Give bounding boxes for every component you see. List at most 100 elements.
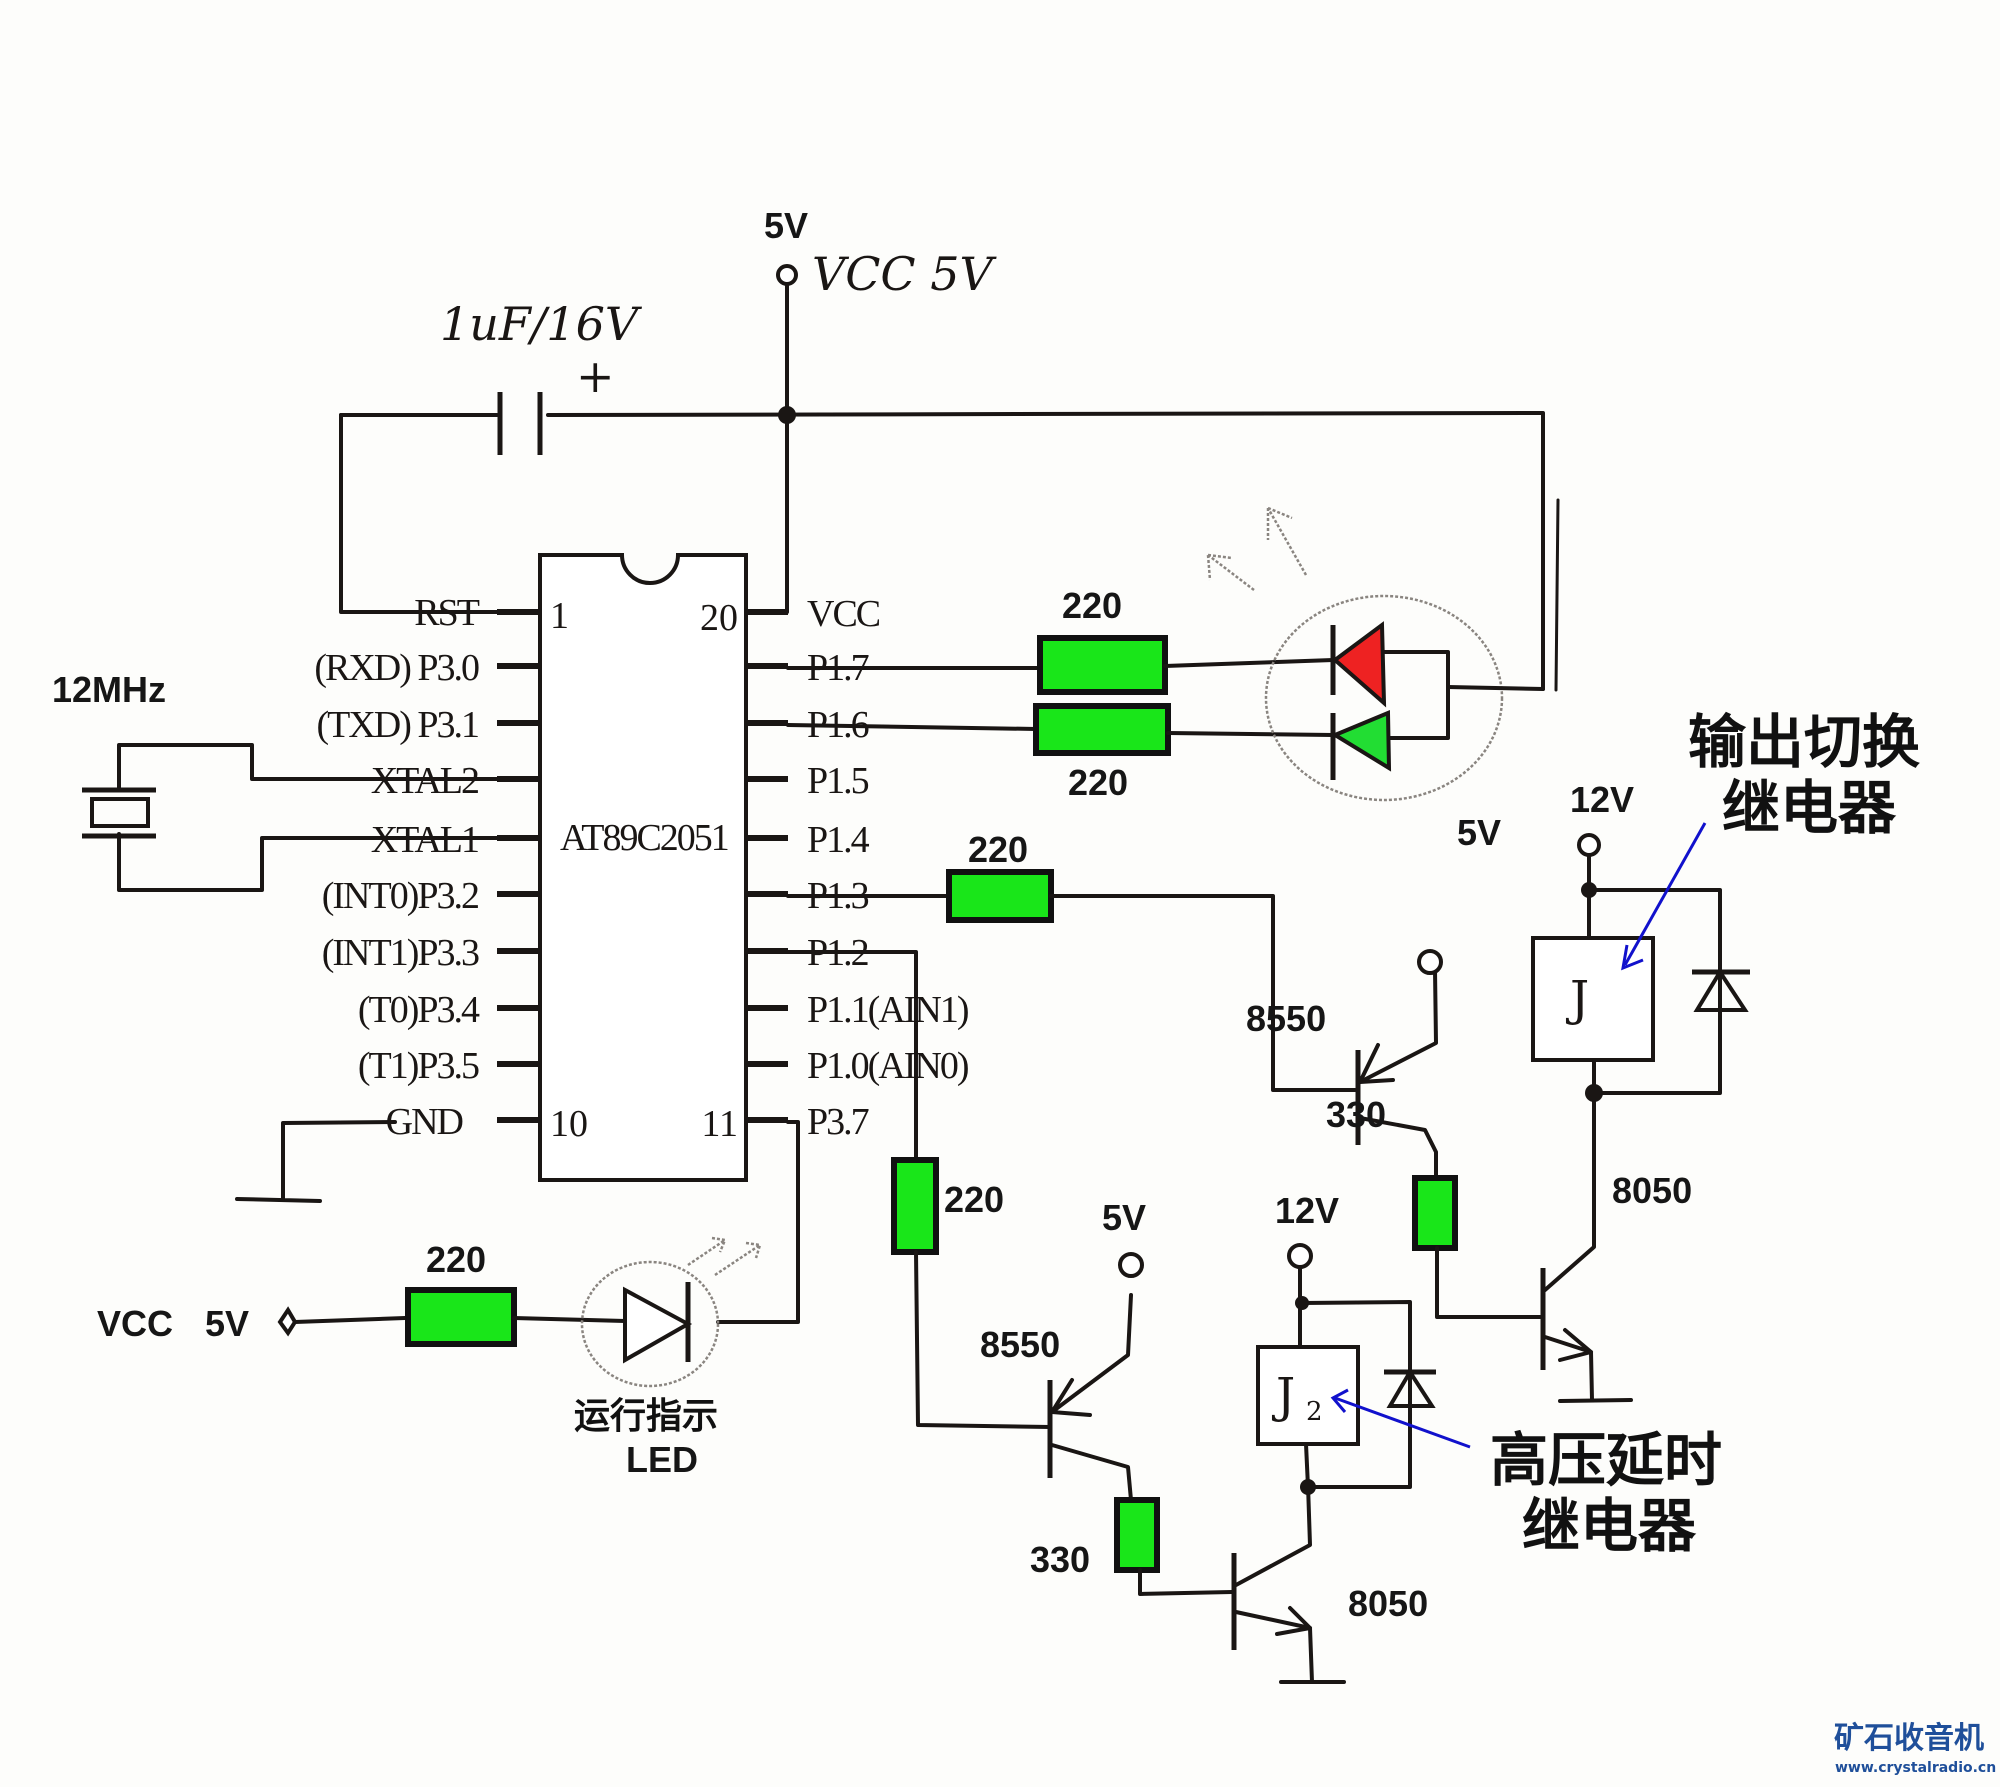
relay1-diode-loop — [1587, 888, 1722, 1095]
wire-to-red-led — [1163, 658, 1335, 668]
reset-capacitor: + 1uF/16V — [339, 297, 643, 455]
cap-plus-sign: + — [576, 349, 615, 403]
pnp1-emitter — [1358, 968, 1438, 1084]
xtal2-wire — [117, 743, 499, 792]
run-led-triangle — [623, 1286, 693, 1364]
pin-number-10: 10 — [550, 1103, 588, 1145]
pnp-transistor-2: 5V 8550 — [980, 1197, 1146, 1502]
run-led-outline — [580, 1260, 720, 1388]
annotation-output-relay-line1: 输出切换 — [1688, 708, 1920, 776]
npn-transistor-2: 8050 — [1231, 1483, 1428, 1684]
right-pin-p11: P1.1(AIN1) — [746, 989, 970, 1031]
pnp2-emitter — [1050, 1293, 1133, 1414]
pin-label-p11: P1.1(AIN1) — [807, 989, 968, 1031]
pin-number-20: 20 — [700, 597, 738, 639]
resistor-run-led: 220 — [405, 1239, 517, 1347]
left-pin-2: (RXD) P3.0 — [314, 647, 540, 689]
resistor-base-2-value: 330 — [1030, 1539, 1090, 1580]
run-led-caption-line1: 运行指示 — [574, 1396, 718, 1437]
npn2-collector — [1234, 1483, 1312, 1587]
resistor-base-1: 330 — [1326, 1094, 1458, 1251]
resistor-p13: 220 — [946, 829, 1054, 923]
npn2-part-label: 8050 — [1348, 1583, 1428, 1624]
run-led-supply-terminal — [277, 1306, 298, 1337]
npn2-emitter-arrow — [1275, 1606, 1312, 1636]
pin-label-rst: RST — [414, 592, 479, 634]
resistor-p12: 220 — [891, 1157, 1004, 1255]
resistor-run-led-value: 220 — [426, 1239, 486, 1280]
relay2-coil-subscript: 2 — [1306, 1397, 1323, 1427]
reset-wire — [339, 413, 499, 614]
pin-label-p14: P1.4 — [807, 819, 870, 861]
relay2-supply-terminal — [1287, 1243, 1313, 1269]
pin-label-p30: (RXD) P3.0 — [314, 647, 479, 689]
resistor-p12-value: 220 — [944, 1179, 1004, 1220]
pin-label-xtal2: XTAL2 — [371, 760, 478, 802]
run-led-5v-label: 5V — [205, 1303, 249, 1344]
right-pin-p15: P1.5 — [746, 760, 871, 802]
relay2-coil-bottom — [1304, 1442, 1310, 1489]
run-led-supply: VCC 5V — [97, 1303, 298, 1344]
wire-to-8550-base-2 — [914, 1250, 1052, 1429]
resistor-p17-value: 220 — [1062, 585, 1122, 626]
left-pin-8: (T0)P3.4 — [358, 989, 540, 1031]
pin-label-p34: (T0)P3.4 — [358, 989, 480, 1031]
pin-label-p31: (TXD) P3.1 — [316, 704, 478, 746]
vcc-top-terminal: 5V VCC 5V — [764, 205, 998, 301]
relay2-coil-label: J — [1271, 1368, 1295, 1424]
relay2-supply-label: 12V — [1275, 1190, 1339, 1231]
pnp1-part-label: 8550 — [1246, 998, 1326, 1039]
relay2-flyback-diode — [1384, 1368, 1436, 1408]
wire-to-run-led — [512, 1316, 627, 1323]
watermark-title: 矿石收音机 — [1834, 1721, 1984, 1756]
pin-label-p35: (T1)P3.5 — [358, 1045, 479, 1087]
relay-2: 12V J 2 — [1256, 1190, 1436, 1495]
annotation-hv-relay-line2: 继电器 — [1522, 1492, 1697, 1560]
capacitor-value-label: 1uF/16V — [440, 297, 643, 351]
pnp2-collector-wire — [1050, 1443, 1133, 1502]
pnp2-supply-label: 5V — [1102, 1197, 1146, 1238]
light-arrow-1 — [1206, 553, 1255, 591]
pin-label-gnd: GND — [386, 1101, 463, 1143]
pin-label-p32: (INT0)P3.2 — [322, 875, 478, 917]
annotation-arrowhead-2 — [1330, 1388, 1349, 1413]
ic-at89c2051: AT89C2051 — [538, 553, 748, 1182]
left-pin-5: XTAL1 — [371, 819, 540, 861]
pin-number-11: 11 — [701, 1103, 738, 1145]
resistor-p17: 220 — [1037, 585, 1168, 695]
run-led-caption: 运行指示 LED — [574, 1396, 718, 1480]
annotation-arrow-2 — [1334, 1396, 1471, 1449]
ic-body — [538, 553, 748, 1182]
led-common-to-vcc — [1446, 685, 1545, 691]
annotation-output-relay: 输出切换 继电器 — [1621, 708, 1920, 971]
pin-label-p33: (INT1)P3.3 — [322, 932, 479, 974]
wire-to-8550-base-1 — [1049, 894, 1357, 1092]
pnp1-supply-label: 5V — [1457, 812, 1501, 853]
pnp2-emitter-arrow — [1050, 1378, 1092, 1417]
wire-to-8050-base-2 — [1138, 1568, 1234, 1596]
annotation-hv-delay-relay: 高压延时 继电器 — [1330, 1388, 1722, 1560]
led-package-outline — [1264, 594, 1504, 802]
resistor-p16-value: 220 — [1068, 762, 1128, 803]
wire-p16 — [786, 723, 1038, 731]
ic-part-name: AT89C2051 — [560, 817, 728, 859]
watermark-url: www.crystalradio.cn — [1835, 1760, 1996, 1776]
pin-label-vcc: VCC — [807, 593, 880, 635]
wire-p12 — [786, 950, 918, 1162]
resistor-base-1-value: 330 — [1326, 1094, 1386, 1135]
relay1-flyback-diode — [1692, 968, 1750, 1012]
relay2-coil-box — [1256, 1345, 1360, 1446]
led-common-bar — [1382, 650, 1450, 740]
relay1-coil-label: J — [1565, 971, 1589, 1027]
npn1-emitter-arrow — [1558, 1328, 1593, 1362]
left-pin-6: (INT0)P3.2 — [322, 875, 540, 917]
pin-label-p10: P1.0(AIN0) — [807, 1045, 968, 1087]
run-led-vcc-label: VCC — [97, 1303, 173, 1344]
npn2-emitter-wire — [1234, 1610, 1314, 1684]
pnp1-emitter-arrow — [1358, 1043, 1395, 1084]
annotation-hv-relay-line1: 高压延时 — [1490, 1426, 1722, 1494]
run-led-light-arrow-2 — [714, 1241, 762, 1277]
resistor-p16: 220 — [1033, 703, 1171, 803]
